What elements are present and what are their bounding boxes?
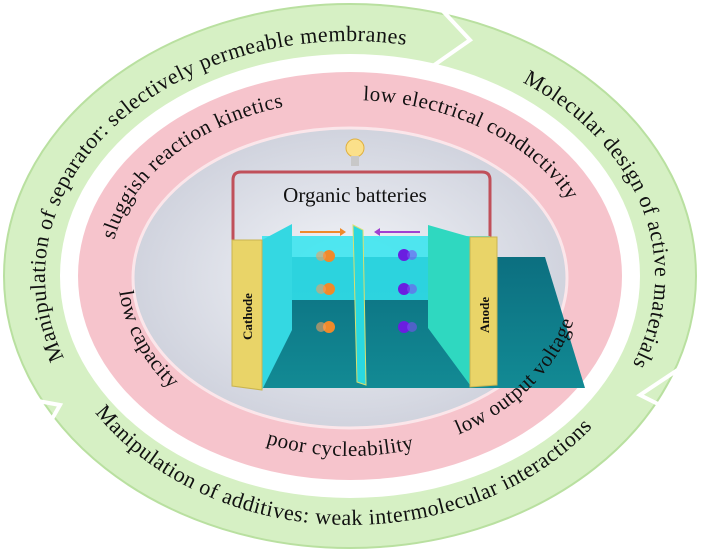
anode-plate bbox=[469, 236, 498, 388]
arrow-divider-left bbox=[4, 393, 64, 441]
circuit-wire bbox=[231, 170, 492, 240]
cathode-label: Cathode bbox=[240, 293, 255, 340]
anode-face bbox=[428, 225, 470, 385]
battery-illustration: Organic batteries Cathode Anode bbox=[231, 138, 585, 391]
center-title: Organic batteries bbox=[283, 183, 427, 207]
anion-arrow-icon bbox=[374, 228, 420, 236]
separator bbox=[352, 224, 367, 386]
anode-label: Anode bbox=[477, 297, 492, 333]
lightbulb-icon bbox=[345, 138, 365, 166]
cations bbox=[316, 250, 335, 333]
anions bbox=[398, 249, 417, 333]
cation-arrow-icon bbox=[300, 228, 346, 236]
cathode-face bbox=[262, 224, 292, 390]
arrow-divider-right bbox=[636, 353, 701, 422]
cathode-plate bbox=[231, 239, 263, 391]
arrow-divider-top bbox=[428, 6, 474, 70]
